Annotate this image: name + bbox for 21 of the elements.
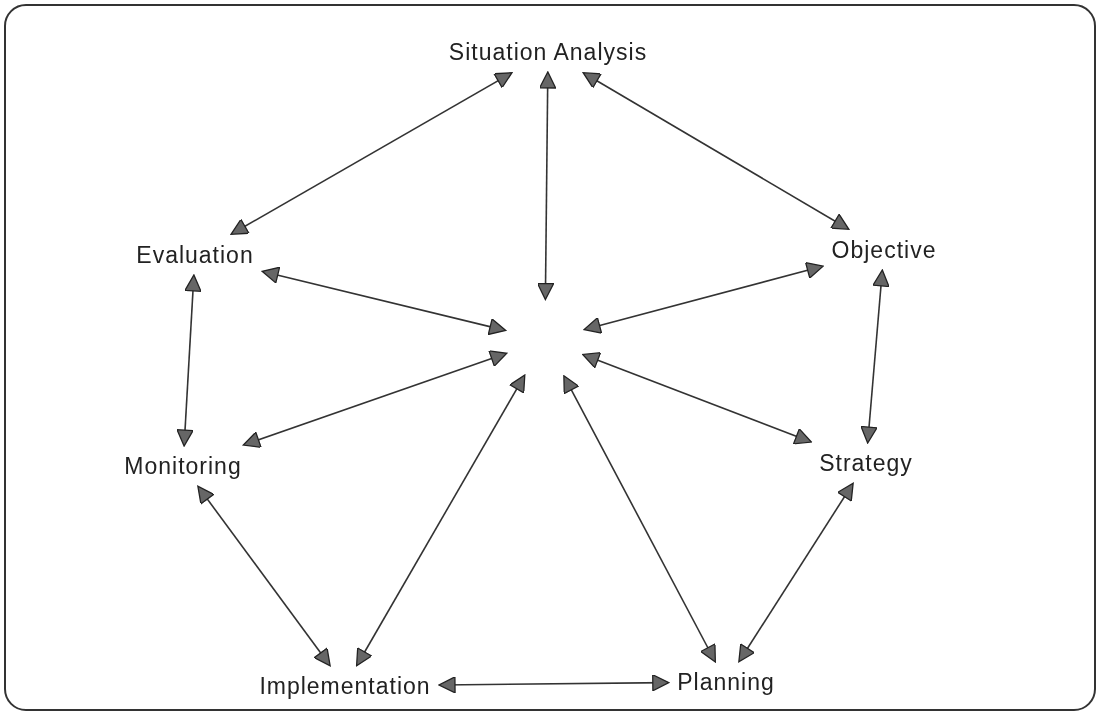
double-arrow bbox=[242, 350, 508, 448]
double-arrow bbox=[536, 71, 557, 301]
double-arrow bbox=[197, 485, 331, 667]
double-arrow bbox=[230, 72, 513, 235]
double-arrow bbox=[860, 269, 890, 444]
double-arrow bbox=[582, 72, 850, 230]
double-arrow bbox=[583, 261, 824, 334]
node-label: Evaluation bbox=[132, 239, 258, 271]
node-label: Implementation bbox=[255, 670, 435, 702]
double-arrow bbox=[738, 482, 854, 663]
node-label: Strategy bbox=[815, 447, 917, 479]
double-arrow bbox=[261, 266, 507, 336]
node-label: Objective bbox=[827, 234, 941, 266]
node-label: Situation Analysis bbox=[444, 36, 652, 68]
double-arrow bbox=[176, 274, 202, 447]
double-arrow bbox=[355, 374, 526, 667]
node-label: Monitoring bbox=[120, 450, 246, 482]
node-label: Planning bbox=[673, 666, 779, 698]
double-arrow bbox=[582, 352, 813, 445]
double-arrow bbox=[563, 375, 716, 663]
double-arrow bbox=[438, 674, 670, 694]
